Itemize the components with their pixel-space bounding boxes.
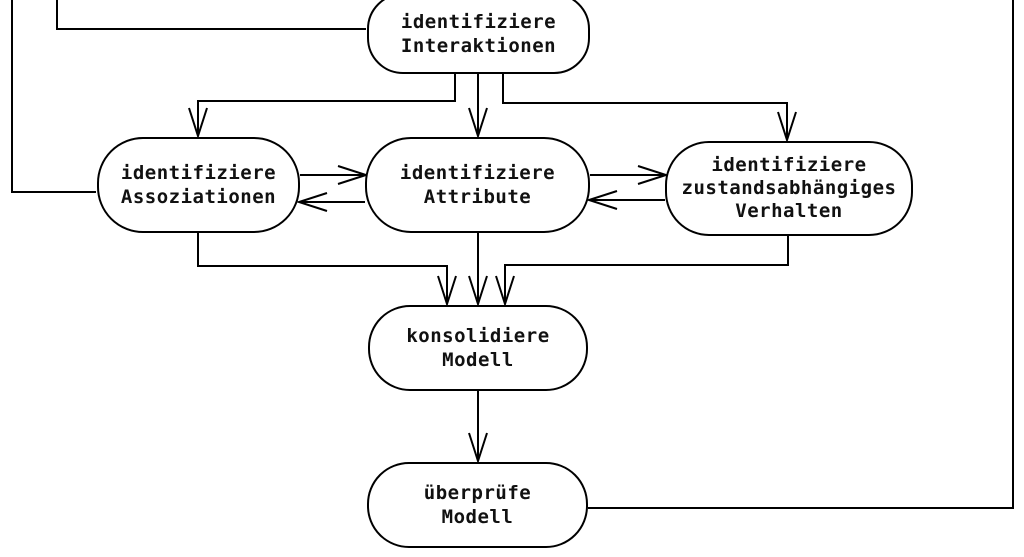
edge-attribute-to-assoziationen — [295, 192, 365, 212]
node-ueberpruefe-modell: überprüfe Modell — [367, 462, 588, 548]
edge-konsolidiere-to-ueberpruefe — [468, 391, 488, 465]
node-identifiziere-interaktionen: identifiziere Interaktionen — [367, 0, 590, 74]
edge-interaktionen-to-verhalten — [502, 73, 797, 144]
edge-interaktionen-to-assoziationen — [188, 73, 456, 140]
edge-verhalten-to-konsolidiere — [495, 236, 789, 308]
edge-verhalten-to-attribute — [585, 190, 665, 210]
edge-ueberpruefe-to-topright — [588, 0, 1014, 509]
node-konsolidiere-modell: konsolidiere Modell — [368, 305, 588, 391]
node-identifiziere-zustandsabhaengiges-verhalten: identifiziere zustandsabhängiges Verhalt… — [665, 141, 913, 236]
edge-topleft-to-interaktionen — [56, 0, 366, 30]
edge-assoziationen-to-konsolidiere — [197, 233, 457, 308]
node-identifiziere-attribute: identifiziere Attribute — [365, 137, 590, 233]
edge-interaktionen-to-attribute — [468, 73, 488, 140]
edge-attribute-to-konsolidiere — [468, 233, 488, 308]
edge-assoziationen-to-attribute — [300, 165, 370, 185]
node-identifiziere-assoziationen: identifiziere Assoziationen — [97, 137, 300, 233]
edge-topleft-to-assoziationen — [11, 0, 96, 193]
edge-attribute-to-verhalten — [590, 165, 670, 185]
